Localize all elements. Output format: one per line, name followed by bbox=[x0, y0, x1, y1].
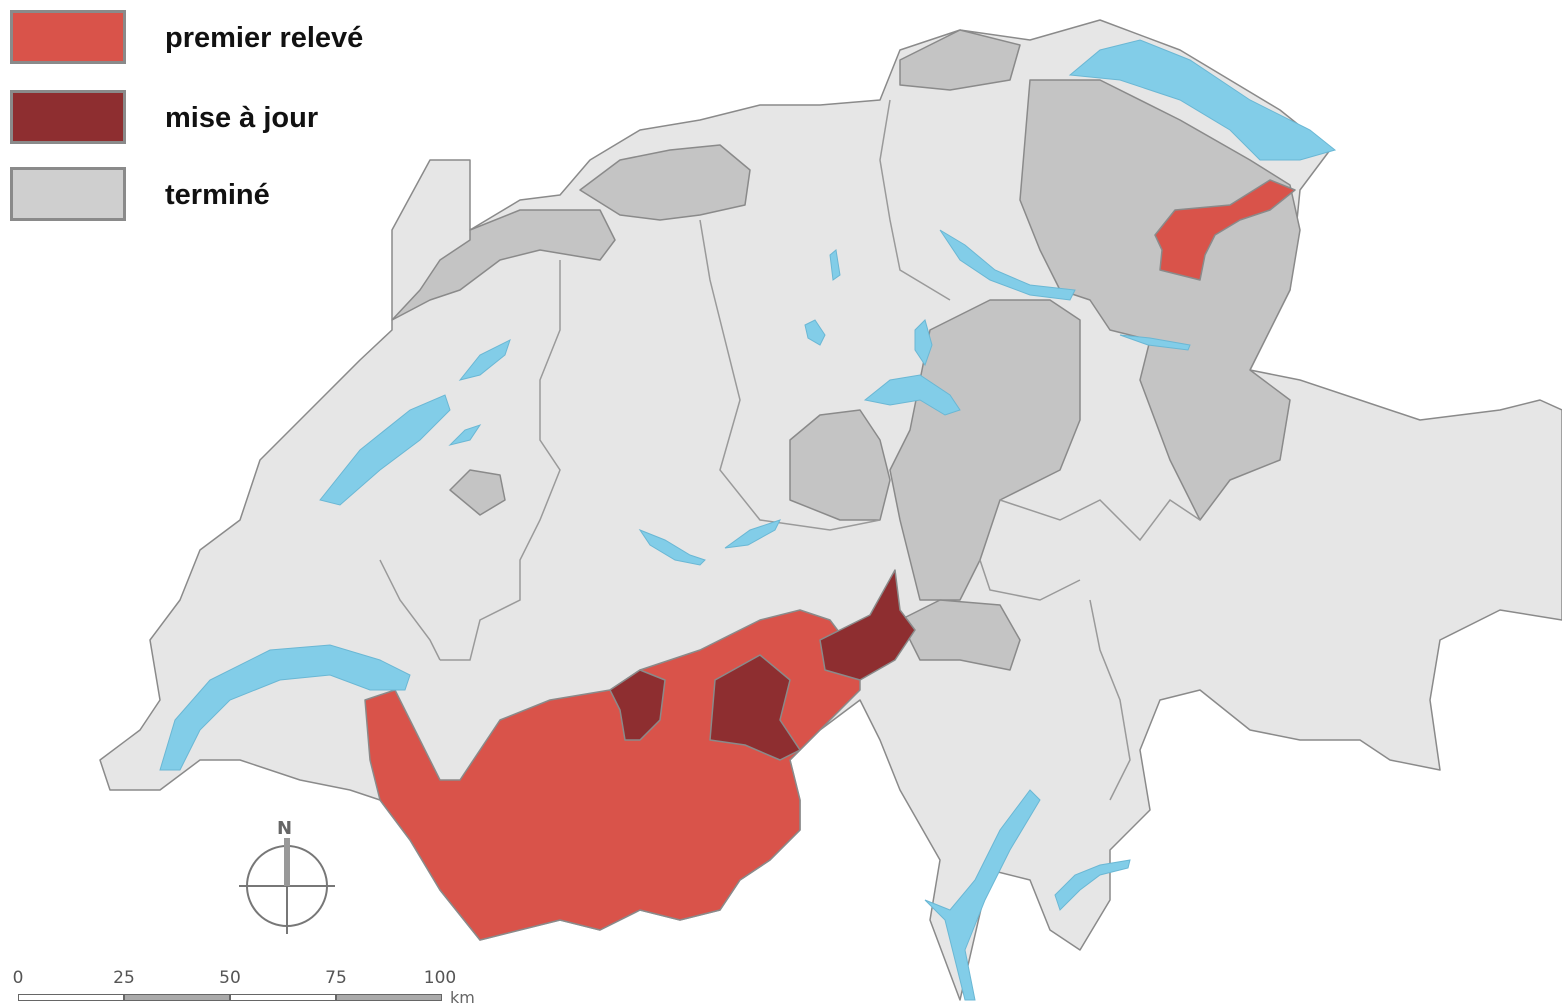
scale-tick-50: 50 bbox=[219, 968, 241, 988]
lake-brienz bbox=[724, 519, 781, 549]
region-valais-update-3 bbox=[819, 569, 916, 681]
lake-hallwil bbox=[829, 249, 841, 281]
lake-lugano bbox=[1054, 859, 1131, 911]
region-northeast-done bbox=[1019, 79, 1301, 521]
scale-unit: km bbox=[450, 988, 475, 1007]
legend-label-premier: premier relevé bbox=[165, 22, 364, 54]
legend-item-done: terminé bbox=[10, 167, 430, 225]
legend-swatch-update bbox=[10, 90, 126, 144]
lake-thun bbox=[638, 528, 706, 566]
legend-swatch-premier bbox=[10, 10, 126, 64]
region-jura-done bbox=[391, 209, 616, 321]
region-valais-update-1 bbox=[609, 669, 666, 741]
scale-segment-1 bbox=[18, 994, 124, 1001]
scale-segment-3 bbox=[230, 994, 336, 1001]
lake-maggiore bbox=[924, 789, 1041, 1001]
scale-tick-75: 75 bbox=[325, 968, 347, 988]
compass-north-label: N bbox=[277, 818, 293, 839]
region-valais-update-2 bbox=[709, 654, 801, 761]
lake-neuchatel bbox=[319, 394, 451, 506]
inner-borders bbox=[379, 99, 1201, 801]
legend-item-premier: premier relevé bbox=[10, 10, 430, 68]
lake-biel bbox=[458, 339, 511, 381]
legend-label-update: mise à jour bbox=[165, 102, 319, 134]
scale-segment-2 bbox=[124, 994, 230, 1001]
lake-sempach bbox=[804, 319, 826, 346]
scale-tick-25: 25 bbox=[113, 968, 135, 988]
lake-lucerne bbox=[863, 374, 961, 416]
scale-bar: 0 25 50 75 100 km bbox=[10, 968, 490, 1007]
scale-tick-0: 0 bbox=[12, 968, 24, 988]
region-basel-done bbox=[579, 144, 751, 221]
lake-zurich bbox=[939, 229, 1076, 301]
legend-label-done: terminé bbox=[165, 179, 270, 211]
region-fribourg-done bbox=[449, 469, 506, 516]
region-luzern-done bbox=[789, 409, 891, 521]
lake-zug bbox=[914, 319, 933, 367]
region-uri-done bbox=[899, 599, 1021, 671]
lake-murten bbox=[448, 424, 482, 446]
scale-segment-4 bbox=[336, 994, 442, 1001]
legend-swatch-done bbox=[10, 167, 126, 221]
region-central-done bbox=[889, 299, 1081, 601]
legend-item-update: mise à jour bbox=[10, 90, 430, 148]
region-appenzell-premier bbox=[1154, 179, 1296, 281]
compass-rose-icon bbox=[239, 838, 335, 934]
lake-walen bbox=[1119, 334, 1191, 351]
region-schaffhausen-done bbox=[899, 29, 1021, 91]
lake-geneva bbox=[159, 644, 411, 771]
lake-constance bbox=[1068, 39, 1337, 161]
scale-tick-100: 100 bbox=[423, 968, 457, 988]
